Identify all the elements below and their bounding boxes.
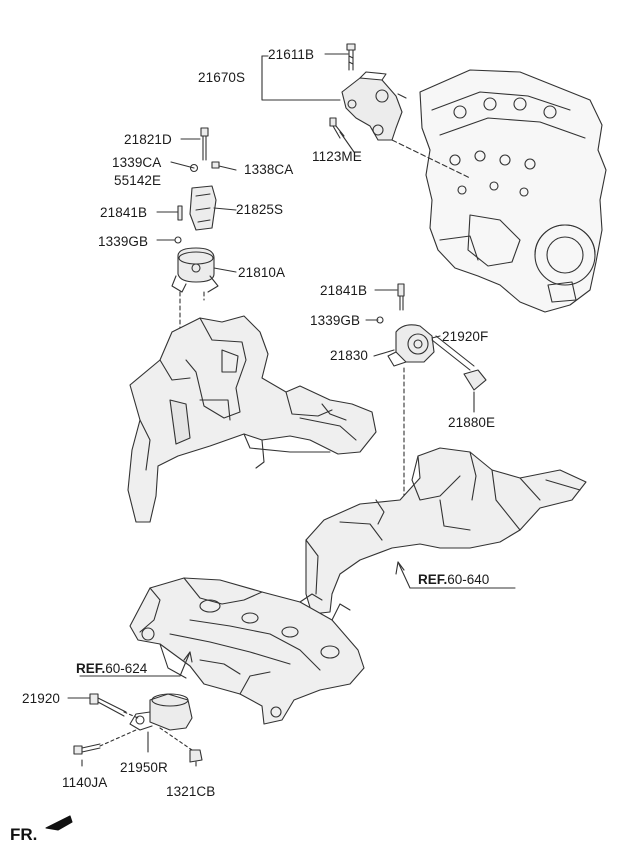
label-21825S: 21825S	[236, 202, 284, 217]
left-side-member	[127, 315, 377, 523]
bracket-21670S	[329, 43, 407, 141]
label-21821D: 21821D	[124, 132, 172, 147]
label-1321CB: 1321CB	[166, 784, 216, 799]
label-21830: 21830	[330, 348, 369, 363]
label-21670S: 21670S	[198, 70, 246, 85]
label-1339GB-left: 1339GB	[98, 234, 149, 249]
label-1339GB-right: 1339GB	[310, 313, 361, 328]
label-21841B-right: 21841B	[320, 283, 368, 298]
engine-block	[419, 69, 607, 313]
label-21880E: 21880E	[448, 415, 496, 430]
front-direction-label: FR.	[10, 825, 38, 844]
label-21920: 21920	[22, 691, 61, 706]
roll-rod-mount	[73, 693, 203, 763]
label-1339CA: 1339CA	[112, 155, 162, 170]
ref-60-640[interactable]: REF.60-640	[418, 572, 490, 587]
ref-60-624[interactable]: REF.60-624	[76, 661, 148, 676]
label-21920F: 21920F	[442, 329, 489, 344]
front-arrow-icon	[45, 815, 73, 831]
label-55142E: 55142E	[114, 173, 162, 188]
label-21841B-left: 21841B	[100, 205, 148, 220]
right-mount-stack	[376, 283, 487, 506]
label-1140JA: 1140JA	[62, 775, 108, 790]
label-21611B: 21611B	[268, 47, 315, 62]
label-1123ME: 1123ME	[312, 149, 362, 164]
label-21950R: 21950R	[120, 760, 168, 775]
left-mount-stack	[171, 127, 220, 406]
right-side-member	[305, 447, 587, 615]
label-21810A: 21810A	[238, 265, 286, 280]
label-1338CA: 1338CA	[244, 162, 294, 177]
sub-frame	[129, 577, 365, 725]
